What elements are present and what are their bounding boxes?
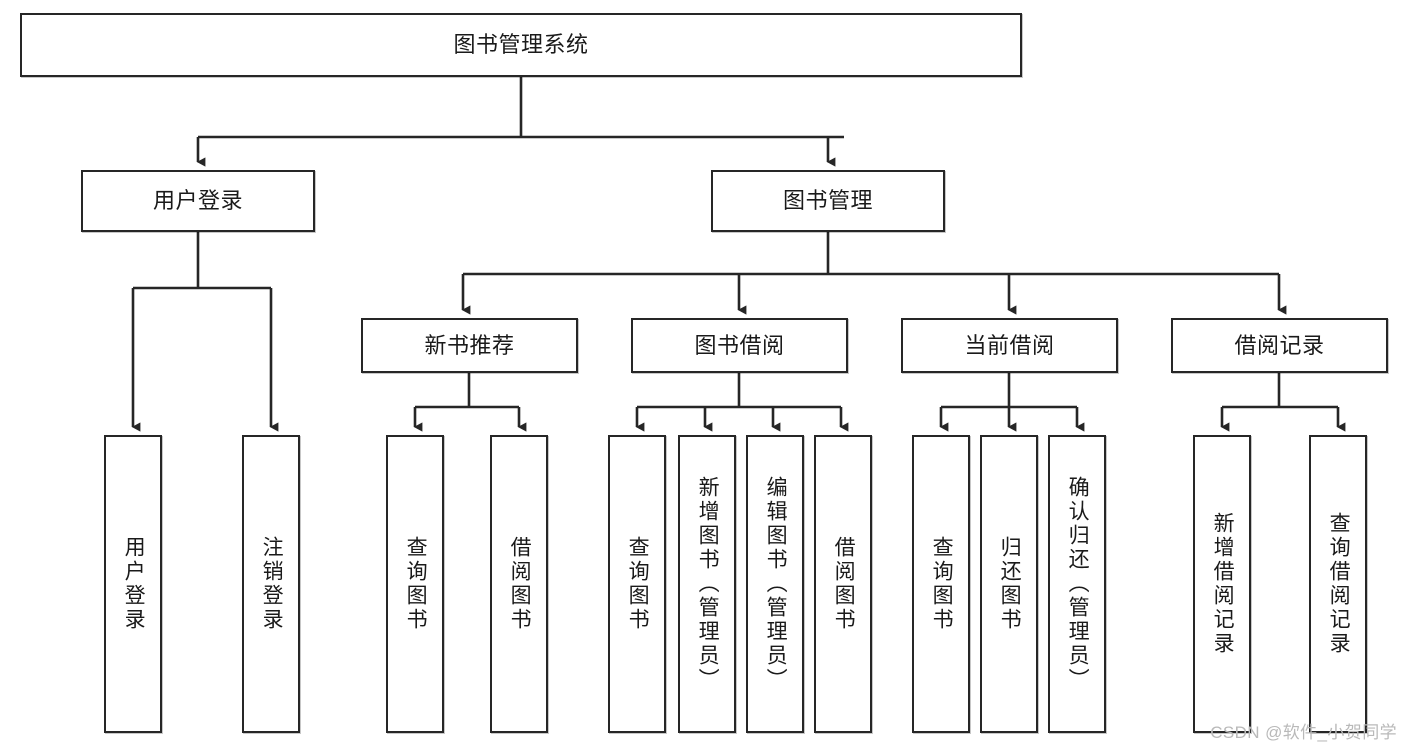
node-label: 借阅图书 bbox=[832, 536, 856, 632]
node-label: 用户登录 bbox=[152, 188, 243, 214]
node-leaf-borrowrecord-add-record[interactable]: 新增借阅记录 bbox=[1193, 435, 1251, 733]
watermark-text: CSDN @软件_小贺同学 bbox=[1210, 723, 1397, 742]
node-book-borrow[interactable]: 图书借阅 bbox=[631, 318, 848, 373]
node-current-borrow[interactable]: 当前借阅 bbox=[901, 318, 1118, 373]
node-label: 图书管理 bbox=[782, 188, 873, 214]
node-label: 查询图书 bbox=[404, 536, 428, 632]
node-label: 借阅记录 bbox=[1234, 332, 1325, 358]
node-new-book-recommend[interactable]: 新书推荐 bbox=[361, 318, 578, 373]
node-label: 查询借阅记录 bbox=[1327, 512, 1351, 656]
node-user-login[interactable]: 用户登录 bbox=[81, 170, 315, 232]
node-label: 查询图书 bbox=[930, 536, 954, 632]
node-label: 查询图书 bbox=[626, 536, 650, 632]
node-label: 图书管理系统 bbox=[453, 32, 589, 58]
node-label: 新增借阅记录 bbox=[1211, 512, 1235, 656]
node-leaf-bookborrow-add-book[interactable]: 新增图书（管理员） bbox=[678, 435, 736, 733]
node-leaf-user-login-logout[interactable]: 注销登录 bbox=[242, 435, 300, 733]
node-leaf-currentborrow-confirm-return[interactable]: 确认归还（管理员） bbox=[1048, 435, 1106, 733]
node-leaf-bookborrow-edit-book[interactable]: 编辑图书（管理员） bbox=[746, 435, 804, 733]
node-leaf-newbook-query-book[interactable]: 查询图书 bbox=[386, 435, 444, 733]
node-leaf-bookborrow-query-book[interactable]: 查询图书 bbox=[608, 435, 666, 733]
node-label: 新书推荐 bbox=[424, 332, 515, 358]
node-label: 新增图书（管理员） bbox=[696, 476, 720, 692]
node-label: 当前借阅 bbox=[964, 332, 1055, 358]
node-root-book-management-system[interactable]: 图书管理系统 bbox=[20, 13, 1022, 77]
node-leaf-currentborrow-query-book[interactable]: 查询图书 bbox=[912, 435, 970, 733]
node-leaf-newbook-borrow-book[interactable]: 借阅图书 bbox=[490, 435, 548, 733]
node-label: 编辑图书（管理员） bbox=[764, 476, 788, 692]
node-label: 用户登录 bbox=[122, 536, 146, 632]
node-label: 注销登录 bbox=[260, 536, 284, 632]
node-leaf-user-login-login[interactable]: 用户登录 bbox=[104, 435, 162, 733]
node-label: 图书借阅 bbox=[694, 332, 785, 358]
node-leaf-borrowrecord-query-record[interactable]: 查询借阅记录 bbox=[1309, 435, 1367, 733]
node-book-management[interactable]: 图书管理 bbox=[711, 170, 945, 232]
node-label: 归还图书 bbox=[998, 536, 1022, 632]
node-label: 借阅图书 bbox=[508, 536, 532, 632]
node-borrow-record[interactable]: 借阅记录 bbox=[1171, 318, 1388, 373]
node-label: 确认归还（管理员） bbox=[1066, 476, 1090, 692]
node-leaf-currentborrow-return-book[interactable]: 归还图书 bbox=[980, 435, 1038, 733]
node-leaf-bookborrow-borrow-book[interactable]: 借阅图书 bbox=[814, 435, 872, 733]
